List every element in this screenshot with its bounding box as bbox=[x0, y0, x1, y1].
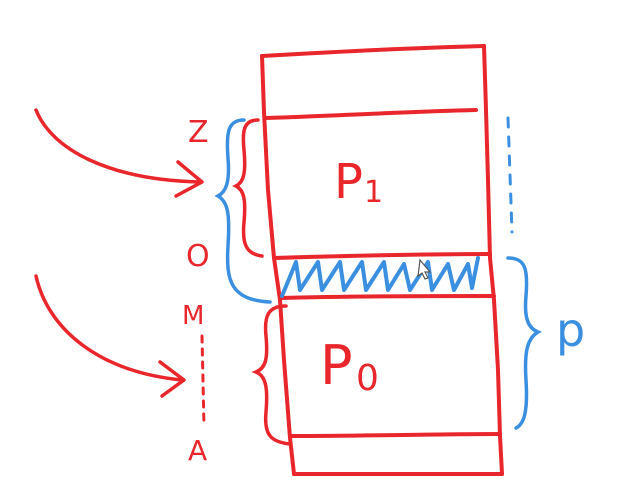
side-label-lower: M bbox=[182, 301, 204, 331]
pen-cursor-icon bbox=[417, 258, 432, 280]
right-blue-brace bbox=[506, 256, 542, 430]
upper-red-brace bbox=[232, 118, 264, 258]
lower-red-brace bbox=[251, 304, 292, 446]
upper-curved-arrow bbox=[34, 108, 204, 198]
block-upper-label: P 1 bbox=[334, 154, 383, 210]
block-upper-letter: P bbox=[334, 154, 363, 210]
lower-curved-arrow bbox=[34, 274, 186, 398]
stack-divider-top bbox=[264, 108, 478, 120]
side-label-middle: O bbox=[186, 239, 210, 274]
memory-stack-outline bbox=[260, 44, 504, 477]
hatched-band-zigzag bbox=[280, 256, 480, 298]
right-blue-dashed-line bbox=[506, 116, 514, 234]
block-lower-letter: P bbox=[320, 334, 353, 397]
right-brace-label: p bbox=[556, 303, 585, 357]
left-blue-brace bbox=[214, 118, 272, 304]
stack-top-edge bbox=[260, 44, 486, 58]
side-dashed-line bbox=[200, 334, 206, 428]
block-upper-subscript: 1 bbox=[364, 175, 383, 210]
side-label-bottom: A bbox=[188, 434, 207, 467]
stack-divider-bottom bbox=[288, 432, 502, 438]
block-lower-label: P 0 bbox=[320, 334, 379, 399]
stack-right-edge bbox=[482, 44, 504, 476]
stack-divider-band-bottom bbox=[278, 294, 496, 300]
stack-left-edge bbox=[260, 54, 296, 476]
block-lower-subscript: 0 bbox=[356, 358, 379, 399]
stack-divider-band-top bbox=[272, 252, 492, 260]
side-label-top: Z bbox=[188, 115, 209, 150]
